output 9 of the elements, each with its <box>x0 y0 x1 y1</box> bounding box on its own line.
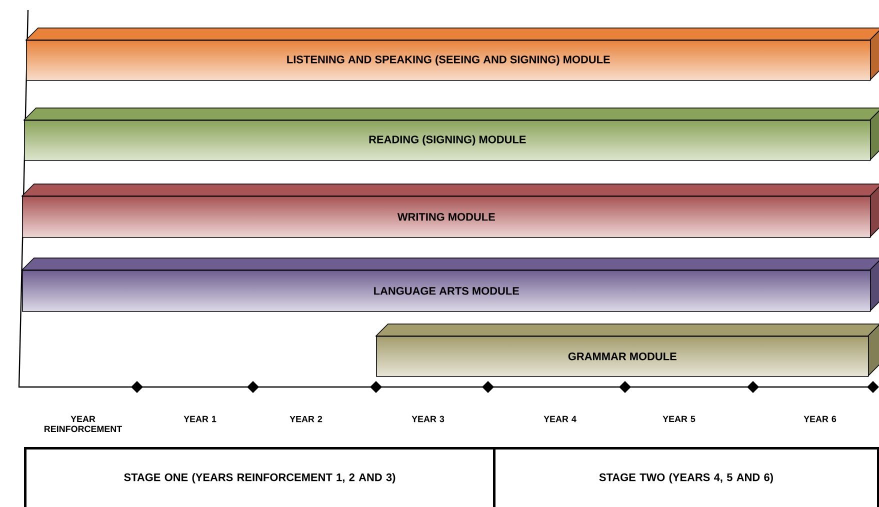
year-label: YEAR 5 <box>662 416 696 422</box>
year-label: YEAR 2 <box>290 416 322 422</box>
year-label: YEAR 3 <box>412 416 444 422</box>
stage-box: STAGE ONE (YEARS REINFORCEMENT 1, 2 AND 3) <box>24 446 496 507</box>
year-label: YEAR REINFORCEMENT <box>44 416 122 432</box>
year-label: YEAR 1 <box>184 416 216 422</box>
year-label: YEAR 6 <box>804 416 836 422</box>
year-label: YEAR 4 <box>544 416 576 422</box>
stage-box: STAGE TWO (YEARS 4, 5 AND 6) <box>493 446 879 507</box>
